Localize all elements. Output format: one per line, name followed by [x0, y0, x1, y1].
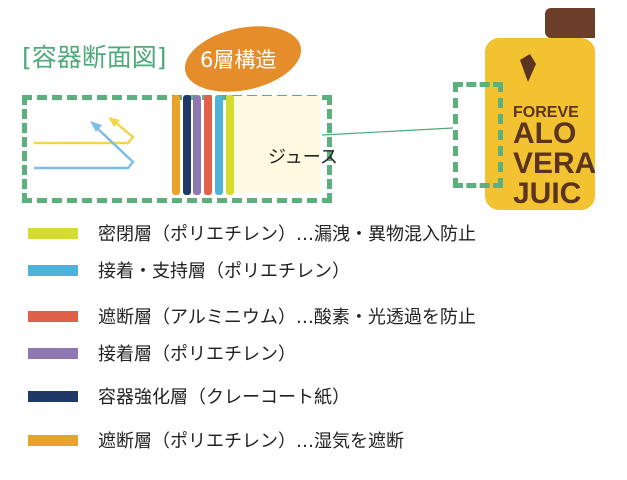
legend-label: 容器強化層（クレーコート紙） — [98, 387, 350, 408]
zoom-indicator-box — [453, 82, 503, 188]
layer-purple — [193, 95, 201, 195]
legend-swatch — [28, 347, 78, 359]
product-text-3: VERA — [513, 147, 595, 180]
product-text-1: FOREVE — [513, 104, 579, 121]
badge-label: 6層構造 — [200, 48, 277, 72]
layer-blue — [215, 95, 223, 195]
legend-item: 接着・支持層（ポリエチレン） — [28, 255, 350, 285]
product-image: FOREVE ALO VERA JUIC — [485, 0, 595, 210]
legend-swatch — [28, 264, 78, 276]
legend-item: 容器強化層（クレーコート紙） — [28, 381, 350, 411]
legend-swatch — [28, 227, 78, 239]
juice-area — [233, 96, 320, 193]
legend-label: 遮断層（ポリエチレン）…湿気を遮断 — [98, 431, 404, 452]
legend-label: 接着・支持層（ポリエチレン） — [98, 261, 350, 282]
layer-lime — [226, 95, 234, 195]
legend-label: 遮断層（アルミニウム）…酸素・光透過を防止 — [98, 307, 476, 328]
legend-swatch — [28, 434, 78, 446]
layer-navy — [183, 95, 191, 195]
product-text-4: JUIC — [513, 177, 582, 210]
legend-swatch — [28, 390, 78, 402]
legend-label: 密閉層（ポリエチレン）…漏洩・異物混入防止 — [98, 224, 476, 245]
legend-item: 遮断層（ポリエチレン）…湿気を遮断 — [28, 425, 404, 455]
layer-red — [204, 95, 212, 195]
legend-item: 接着層（ポリエチレン） — [28, 338, 296, 368]
legend-swatch — [28, 310, 78, 322]
product-text-2: ALO — [513, 117, 577, 150]
light-reflection-arrows — [34, 117, 454, 170]
juice-label: ジュース — [268, 147, 338, 168]
layer-orange — [172, 95, 180, 195]
diagram-title: [容器断面図] — [22, 43, 167, 72]
legend-item: 密閉層（ポリエチレン）…漏洩・異物混入防止 — [28, 218, 476, 248]
legend-item: 遮断層（アルミニウム）…酸素・光透過を防止 — [28, 301, 476, 331]
legend-label: 接着層（ポリエチレン） — [98, 344, 296, 365]
